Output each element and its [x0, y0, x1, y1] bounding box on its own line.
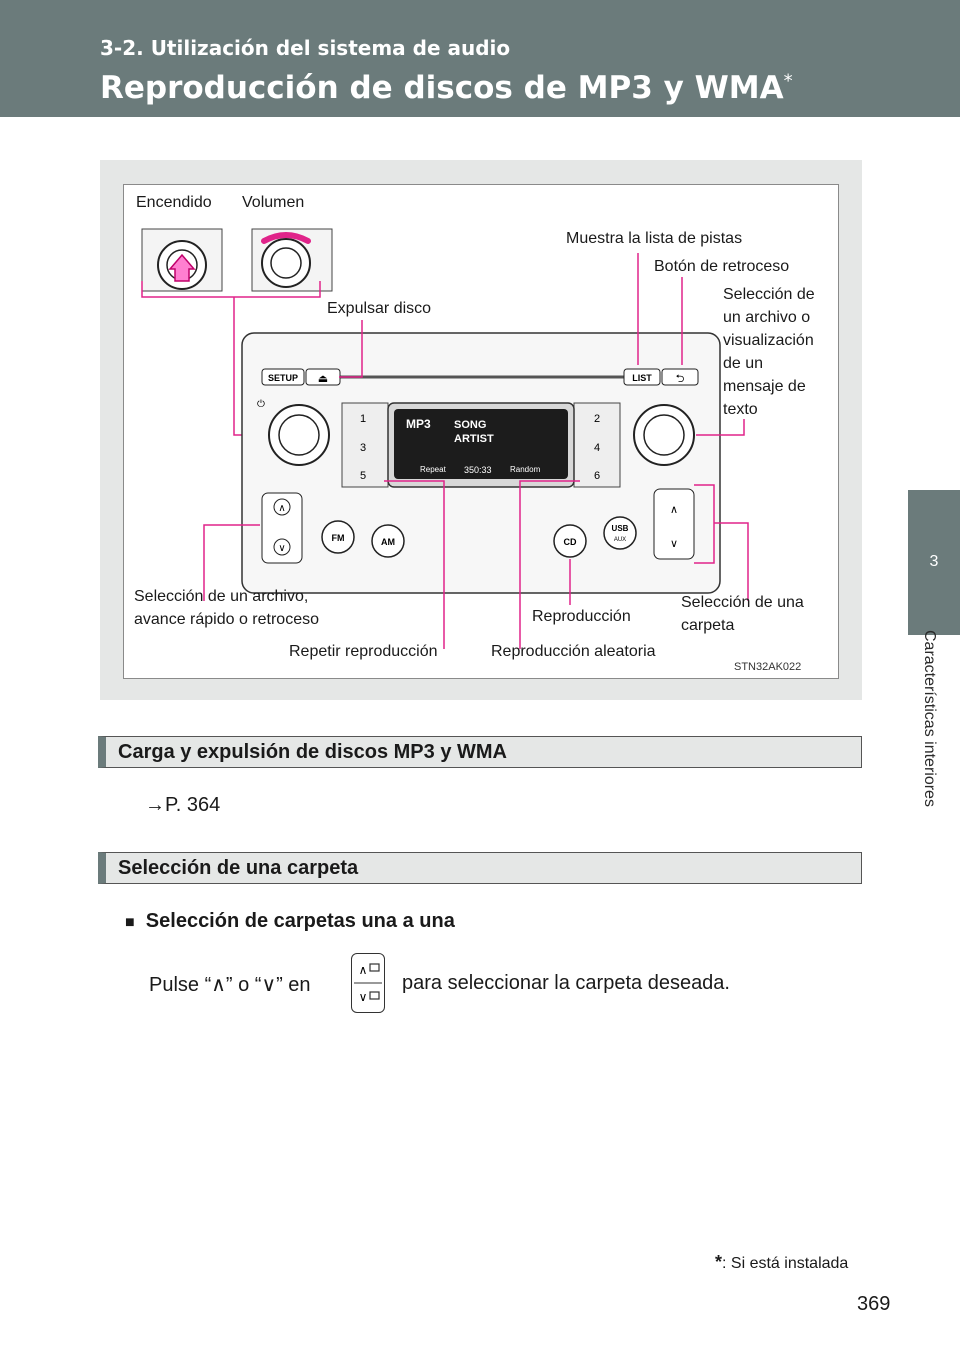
label-random: Reproducción aleatoria	[491, 643, 656, 660]
list-button: LIST	[632, 373, 652, 383]
aux-label: AUX	[614, 537, 626, 543]
preset-6: 6	[594, 470, 600, 482]
audio-diagram: SETUP ⏏ LIST ⮌ ⏻ 1 3 5 2 4 6 MP3 SONG AR…	[123, 184, 839, 679]
seek-up: ∧	[278, 503, 285, 514]
folder-down-glyph: ∨	[359, 990, 368, 1004]
fm-button: FM	[332, 533, 345, 543]
label-file-select-4: de un	[723, 355, 764, 372]
display-random: Random	[510, 465, 541, 474]
section-heading-folder: Selección de una carpeta	[98, 852, 862, 884]
preset-3: 3	[360, 442, 366, 454]
cd-button: CD	[564, 537, 577, 547]
instruction-after: para seleccionar la carpeta deseada.	[402, 972, 730, 994]
audio-unit-illustration: SETUP ⏏ LIST ⮌ ⏻ 1 3 5 2 4 6 MP3 SONG AR…	[141, 228, 749, 649]
folder-button-icon: ∧ ∨	[351, 953, 385, 1013]
section-heading-load: Carga y expulsión de discos MP3 y WMA	[98, 736, 862, 768]
display-mp3: MP3	[406, 417, 431, 431]
label-track-list: Muestra la lista de pistas	[566, 230, 743, 247]
label-file-select-3: visualización	[723, 332, 814, 349]
power-knob-inset	[141, 228, 223, 292]
back-button: ⮌	[676, 373, 685, 385]
seek-down: ∨	[278, 543, 285, 554]
eject-button: ⏏	[318, 373, 328, 385]
label-file-select-1: Selección de	[723, 286, 815, 303]
chapter-tab	[908, 490, 960, 635]
page-reference: →P. 364	[145, 794, 221, 816]
volume-knob-inset	[251, 228, 333, 292]
label-seek-1: Selección de un archivo,	[134, 588, 309, 605]
footnote: *: Si está instalada	[715, 1252, 849, 1272]
am-button: AM	[381, 537, 395, 547]
page-number: 369	[857, 1293, 891, 1315]
display-song: SONG	[454, 419, 486, 431]
display-artist: ARTIST	[454, 433, 494, 445]
label-volume: Volumen	[242, 194, 305, 211]
label-file-select-5: mensaje de	[723, 378, 806, 395]
folder-up-glyph: ∧	[359, 963, 368, 977]
preset-5: 5	[360, 470, 366, 482]
label-eject: Expulsar disco	[327, 300, 432, 317]
folder-down: ∨	[670, 538, 678, 550]
label-power: Encendido	[136, 194, 212, 211]
display-time: 350:33	[464, 465, 492, 475]
label-repeat: Repetir reproducción	[289, 643, 438, 660]
chapter-number: 3	[929, 553, 939, 570]
section-label: 3-2. Utilización del sistema de audio	[100, 36, 511, 60]
power-symbol: ⏻	[257, 399, 265, 410]
label-back: Botón de retroceso	[654, 258, 790, 275]
preset-1: 1	[360, 413, 366, 425]
figure-code: STN32AK022	[734, 661, 802, 673]
title-footnote-mark: *	[783, 70, 793, 92]
label-file-select-2: un archivo o	[723, 309, 811, 326]
setup-button: SETUP	[268, 373, 298, 383]
label-seek-2: avance rápido o retroceso	[134, 611, 319, 628]
page-header: 3-2. Utilización del sistema de audio Re…	[0, 0, 960, 117]
instruction-before: Pulse “∧” o “∨” en	[149, 974, 311, 996]
chapter-label: Características interiores	[921, 630, 938, 807]
label-folder-2: carpeta	[681, 617, 735, 634]
label-play: Reproducción	[532, 608, 631, 625]
usb-button: USB	[612, 524, 629, 533]
folder-up: ∧	[670, 504, 678, 516]
preset-2: 2	[594, 413, 600, 425]
sub-heading: ■ Selección de carpetas una a una	[125, 910, 455, 932]
page-title: Reproducción de discos de MP3 y WMA*	[100, 70, 793, 106]
label-file-select-6: texto	[723, 401, 758, 418]
label-folder-1: Selección de una	[681, 594, 804, 611]
display-repeat: Repeat	[420, 465, 447, 474]
preset-4: 4	[594, 442, 600, 454]
